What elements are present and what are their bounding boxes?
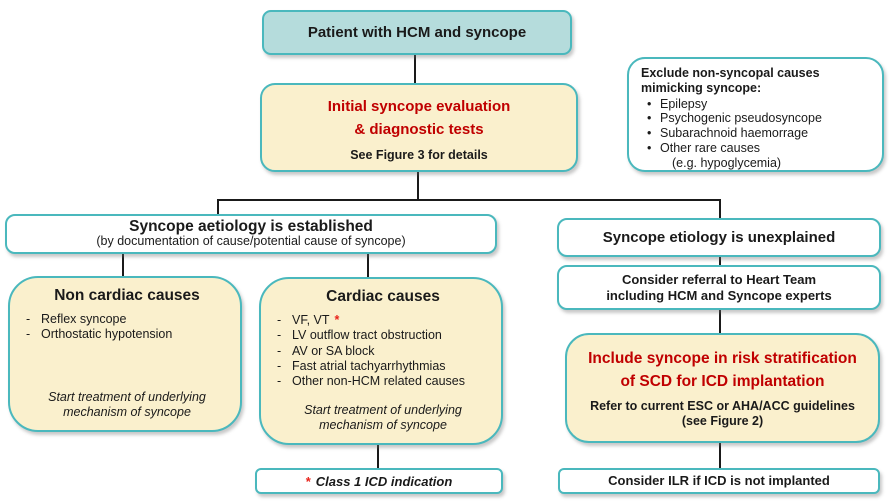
bullet-icon: • xyxy=(647,140,652,155)
risk-title-line1: Include syncope in risk stratification xyxy=(588,349,857,367)
list-item: -VF, VT * xyxy=(275,313,491,328)
asterisk-icon: * xyxy=(334,313,340,327)
dash-marker: - xyxy=(26,327,31,342)
referral-line2: including HCM and Syncope experts xyxy=(606,287,832,303)
list-item: • Psychogenic pseudosyncope xyxy=(647,111,874,126)
connector-branch-horizontal xyxy=(217,199,721,201)
risk-subtitle-line2: (see Figure 2) xyxy=(681,414,764,429)
patient-label: Patient with HCM and syncope xyxy=(307,23,527,41)
dash-marker: - xyxy=(277,343,282,358)
risk-title-line2: of SCD for ICD implantation xyxy=(620,373,825,390)
cardiac-item-text: LV outflow tract obstruction xyxy=(292,328,442,343)
connector-branch-to-established xyxy=(217,199,219,214)
established-subtitle: (by documentation of cause/potential cau… xyxy=(96,234,406,249)
dash-marker: - xyxy=(277,328,282,343)
noncardiac-item-text: Reflex syncope xyxy=(41,312,127,326)
node-aetiology-established: Syncope aetiology is established (by doc… xyxy=(5,214,497,254)
node-cardiac-causes: Cardiac causes -VF, VT* -LV outflow trac… xyxy=(259,277,503,445)
unexplained-title: Syncope etiology is unexplained xyxy=(602,228,836,246)
connector-established-to-cardiac xyxy=(367,254,369,277)
initial-title-line2: & diagnostic tests xyxy=(354,121,484,138)
node-etiology-unexplained: Syncope etiology is unexplained xyxy=(557,218,881,257)
bullet-icon: • xyxy=(647,111,652,126)
connector-unexplained-to-referral xyxy=(719,257,721,265)
exclude-item-text: Other rare causes xyxy=(660,140,761,155)
connector-risk-to-ilr xyxy=(719,443,721,468)
cardiac-item-text: AV or SA block xyxy=(292,343,375,358)
list-item: -LV outflow tract obstruction xyxy=(275,328,491,343)
cardiac-title: Cardiac causes xyxy=(326,288,440,305)
list-item: -AV or SA block xyxy=(275,344,491,359)
exclude-item-text: Epilepsy xyxy=(660,96,708,111)
node-consider-ilr: Consider ILR if ICD is not implanted xyxy=(558,468,880,494)
risk-subtitle-line1: Refer to current ESC or AHA/ACC guidelin… xyxy=(590,399,855,414)
initial-subtitle: See Figure 3 for details xyxy=(350,148,488,163)
list-item: • Other rare causes xyxy=(647,141,874,156)
asterisk-icon: * xyxy=(305,473,311,489)
node-noncardiac-causes: Non cardiac causes -Reflex syncope -Orth… xyxy=(8,276,242,432)
list-item: -Fast atrial tachyarrhythmias xyxy=(275,359,491,374)
connector-cardiac-to-class1 xyxy=(377,445,379,468)
established-title: Syncope aetiology is established xyxy=(129,217,373,235)
connector-patient-to-initial xyxy=(414,55,416,83)
connector-established-to-noncardiac xyxy=(122,254,124,276)
ilr-label: Consider ILR if ICD is not implanted xyxy=(608,473,830,489)
cardiac-footer: Start treatment of underlying mechanism … xyxy=(304,403,462,432)
node-heart-team-referral: Consider referral to Heart Team includin… xyxy=(557,265,881,310)
class1-label-wrap: *Class 1 ICD indication xyxy=(306,474,453,489)
dash-marker: - xyxy=(26,312,31,326)
exclude-item-note: (e.g. hypoglycemia) xyxy=(672,155,782,170)
node-initial-evaluation: Initial syncope evaluation & diagnostic … xyxy=(260,83,578,172)
exclude-item-text: Psychogenic pseudosyncope xyxy=(660,111,822,126)
list-item: • Epilepsy xyxy=(647,97,874,112)
dash-marker: - xyxy=(277,374,282,388)
bullet-icon: • xyxy=(647,96,652,111)
noncardiac-title: Non cardiac causes xyxy=(54,287,200,304)
class1-label: Class 1 ICD indication xyxy=(315,473,453,489)
list-item: -Other non-HCM related causes xyxy=(275,374,491,389)
noncardiac-item-text: Orthostatic hypotension xyxy=(41,327,173,342)
referral-line1: Consider referral to Heart Team xyxy=(621,271,817,287)
exclude-list: • Epilepsy • Psychogenic pseudosyncope • Su… xyxy=(641,97,874,156)
dash-marker: - xyxy=(277,313,282,327)
cardiac-item-text: VF, VT xyxy=(292,313,330,327)
list-item: -Orthostatic hypotension xyxy=(24,327,230,342)
noncardiac-footer: Start treatment of underlying mechanism … xyxy=(48,390,206,419)
node-exclude-nonsyncopal: Exclude non-syncopal causes mimicking sy… xyxy=(627,57,884,172)
list-item: -Reflex syncope xyxy=(24,312,230,327)
initial-title-line1: Initial syncope evaluation xyxy=(327,97,511,115)
cardiac-item-text: Other non-HCM related causes xyxy=(292,374,465,388)
bullet-icon: • xyxy=(647,126,652,140)
connector-referral-to-risk xyxy=(719,310,721,333)
exclude-item-text: Subarachnoid haemorrage xyxy=(660,126,809,140)
connector-branch-to-unexplained xyxy=(719,199,721,218)
list-item: • Subarachnoid haemorrage xyxy=(647,126,874,141)
exclude-heading-line1: Exclude non-syncopal causes xyxy=(641,66,820,80)
dash-marker: - xyxy=(277,358,282,373)
connector-initial-to-branch xyxy=(417,172,419,201)
cardiac-item-text: Fast atrial tachyarrhythmias xyxy=(292,358,446,373)
node-patient-hcm-syncope: Patient with HCM and syncope xyxy=(262,10,572,55)
exclude-heading-line2: mimicking syncope: xyxy=(641,80,762,95)
node-class1-icd-indication: *Class 1 ICD indication xyxy=(255,468,503,494)
node-risk-stratification: Include syncope in risk stratification o… xyxy=(565,333,880,443)
